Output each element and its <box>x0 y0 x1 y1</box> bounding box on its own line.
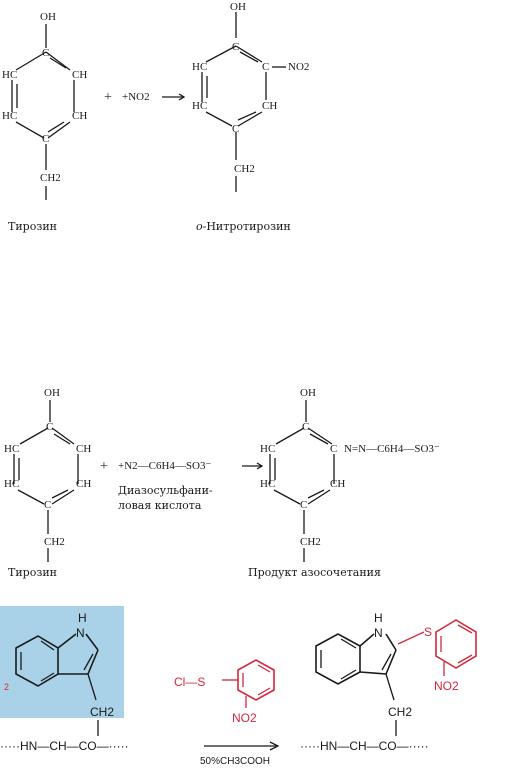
no2-label: NO2 <box>288 61 309 73</box>
ch-label: CH <box>76 478 91 490</box>
hc-label: HC <box>4 443 19 455</box>
nh-h-label: H <box>374 611 383 625</box>
plus-sign: + <box>100 459 108 474</box>
ch2-label: CH2 <box>90 705 114 719</box>
c-bottom-label: C <box>232 123 239 135</box>
c-bottom-label: C <box>42 133 49 145</box>
no2-label: NO2 <box>232 711 257 725</box>
nitrotyrosine-label: Нитротирозин <box>206 220 291 233</box>
tyrosine-name-1: Тирозин <box>8 220 57 233</box>
ch2-label: CH2 <box>44 536 65 548</box>
c-top-label: C <box>42 47 49 59</box>
ch-label: CH <box>72 110 87 122</box>
peptide-chain-reactant: ·····HN—CH—CO—····· <box>0 739 129 753</box>
ch2-label: CH2 <box>40 172 61 184</box>
reaction-1-diagram: OH C HC CH HC CH C CH2 + +NO2 OH C HC C … <box>2 1 309 200</box>
indole-ring-product <box>315 631 425 736</box>
hc-label: HC <box>260 443 275 455</box>
nh-h-label: H <box>78 611 87 625</box>
hc-label: HC <box>2 110 17 122</box>
tyrosine-name-2: Тирозин <box>8 566 57 579</box>
azo-product-name: Продукт азосочетания <box>248 566 381 579</box>
reaction-2-diagram: OH C HC CH HC CH C CH2 + +N2—C6H4—SO3⁻ O… <box>4 387 440 562</box>
hc-label: HC <box>4 478 19 490</box>
indole-n-label: N <box>76 626 85 640</box>
oh-label: OH <box>300 387 316 399</box>
reaction-conditions: 50%CH3COOH <box>200 756 270 767</box>
sulfur-label: S <box>424 625 432 639</box>
nitronium-reagent: +NO2 <box>122 91 150 103</box>
product-benzene-ring <box>435 619 477 676</box>
ch-label: CH <box>72 69 87 81</box>
reagent-benzene-ring <box>222 659 275 708</box>
c-top-label: C <box>302 421 309 433</box>
hc-label: HC <box>192 61 207 73</box>
tyrosine-ring-1 <box>11 24 75 200</box>
tyrosine-ring-2 <box>13 400 79 562</box>
diazo-reagent: +N2—C6H4—SO3⁻ <box>118 460 211 472</box>
box-number: 2 <box>4 682 9 692</box>
c-azo-label: C <box>330 443 337 455</box>
nitrotyrosine-ring <box>201 12 286 192</box>
azo-product-ring <box>269 400 335 562</box>
c-top-label: C <box>232 41 239 53</box>
indole-ring-reactant <box>15 633 99 736</box>
ch2-label: CH2 <box>388 705 412 719</box>
reaction-arrow <box>242 462 264 470</box>
ch2-label: CH2 <box>300 536 321 548</box>
ortho-prefix: o- <box>196 220 207 233</box>
hc-label: HC <box>260 478 275 490</box>
hc-label: HC <box>192 100 207 112</box>
cl-s-label: Cl—S <box>174 675 205 689</box>
oh-label: OH <box>44 387 60 399</box>
indole-n-label: N <box>374 626 383 640</box>
no2-label: NO2 <box>434 679 459 693</box>
oh-label: OH <box>230 1 246 13</box>
ch-label: CH <box>76 443 91 455</box>
reaction-arrow <box>162 93 186 101</box>
c-no2-label: C <box>262 61 269 73</box>
hc-label: HC <box>2 69 17 81</box>
c-top-label: C <box>46 421 53 433</box>
c-bottom-label: C <box>44 499 51 511</box>
ch-label: CH <box>330 478 345 490</box>
diazo-name-line1: Диазосульфани- <box>118 484 213 497</box>
ch2-label: CH2 <box>234 163 255 175</box>
azo-group-label: N=N—C6H4—SO3⁻ <box>344 443 440 455</box>
peptide-chain-product: ·····HN—CH—CO—····· <box>300 739 429 753</box>
oh-label: OH <box>40 11 56 23</box>
c-bottom-label: C <box>300 499 307 511</box>
nitrotyrosine-name: o-Нитротирозин <box>196 220 291 233</box>
reaction-arrow <box>204 741 280 751</box>
diazo-name-line2: ловая кислота <box>118 499 202 512</box>
plus-sign: + <box>104 90 112 105</box>
ch-label: CH <box>262 100 277 112</box>
